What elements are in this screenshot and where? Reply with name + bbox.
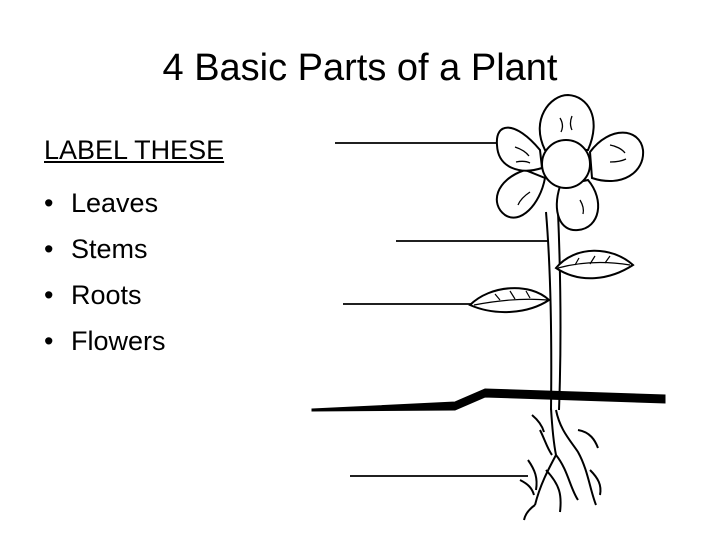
stem-icon xyxy=(545,211,553,411)
list-item: • Leaves xyxy=(44,180,166,226)
list-item-label: Leaves xyxy=(71,188,159,218)
list-heading: LABEL THESE xyxy=(44,135,225,165)
parts-list: • Leaves • Stems • Roots • Flowers xyxy=(44,180,166,364)
bullet-icon: • xyxy=(44,326,54,356)
list-item: • Stems xyxy=(44,226,166,272)
ground-line xyxy=(311,388,666,412)
plant-diagram xyxy=(311,93,666,521)
list-item-label: Flowers xyxy=(71,326,166,356)
bullet-icon: • xyxy=(44,188,54,218)
flower-icon xyxy=(495,93,645,232)
roots-icon xyxy=(519,407,602,521)
slide-title: 4 Basic Parts of a Plant xyxy=(162,47,558,89)
list-item-label: Roots xyxy=(71,280,142,310)
list-item-label: Stems xyxy=(71,234,148,264)
lower-leaf-icon xyxy=(468,287,551,314)
flower-center-icon xyxy=(541,139,591,189)
bullet-icon: • xyxy=(44,234,54,264)
bullet-icon: • xyxy=(44,280,54,310)
upper-leaf-icon xyxy=(554,249,635,280)
list-item: • Flowers xyxy=(44,318,166,364)
list-item: • Roots xyxy=(44,272,166,318)
